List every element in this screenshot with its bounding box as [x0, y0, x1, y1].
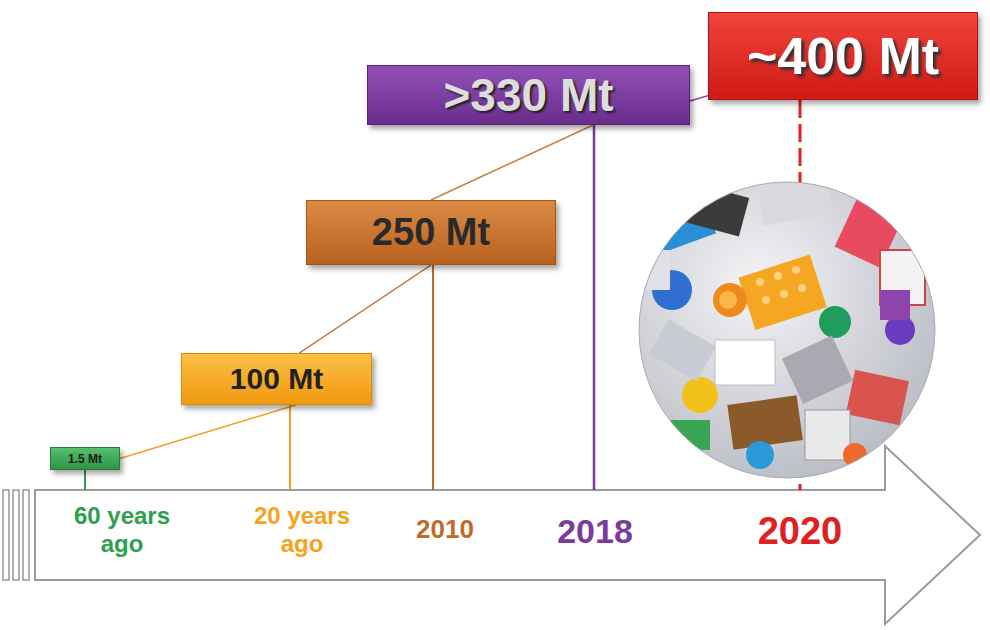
- value-text: 100 Mt: [230, 362, 323, 396]
- drop-line: [432, 265, 434, 490]
- connector-line: [431, 125, 593, 200]
- timeline-label: 2020: [735, 510, 865, 554]
- value-text: >330 Mt: [443, 68, 613, 122]
- drop-line: [289, 405, 291, 490]
- timeline-label: 20 years ago: [237, 502, 367, 557]
- timeline-label: 2010: [390, 515, 500, 545]
- drop-line: [84, 470, 86, 490]
- axis-stub: [13, 490, 19, 580]
- value-box: >330 Mt: [367, 65, 690, 125]
- connector-line: [120, 405, 296, 459]
- value-text: 250 Mt: [372, 211, 490, 254]
- value-box: 250 Mt: [306, 200, 556, 265]
- value-text: 1.5 Mt: [68, 452, 102, 466]
- timeline-label: 2018: [535, 512, 655, 551]
- value-box: 100 Mt: [181, 353, 372, 405]
- connector-line: [299, 265, 431, 353]
- value-box: ~400 Mt: [708, 12, 978, 100]
- connector-line: [690, 96, 708, 101]
- value-box: 1.5 Mt: [50, 447, 120, 470]
- plastic-waste-ball: [639, 179, 935, 478]
- timeline-label: 60 years ago: [57, 502, 187, 557]
- axis-stub: [3, 490, 9, 580]
- timeline-arrow: [35, 446, 980, 624]
- axis-stub: [23, 490, 29, 580]
- value-text: ~400 Mt: [747, 26, 939, 86]
- drop-line: [593, 125, 596, 490]
